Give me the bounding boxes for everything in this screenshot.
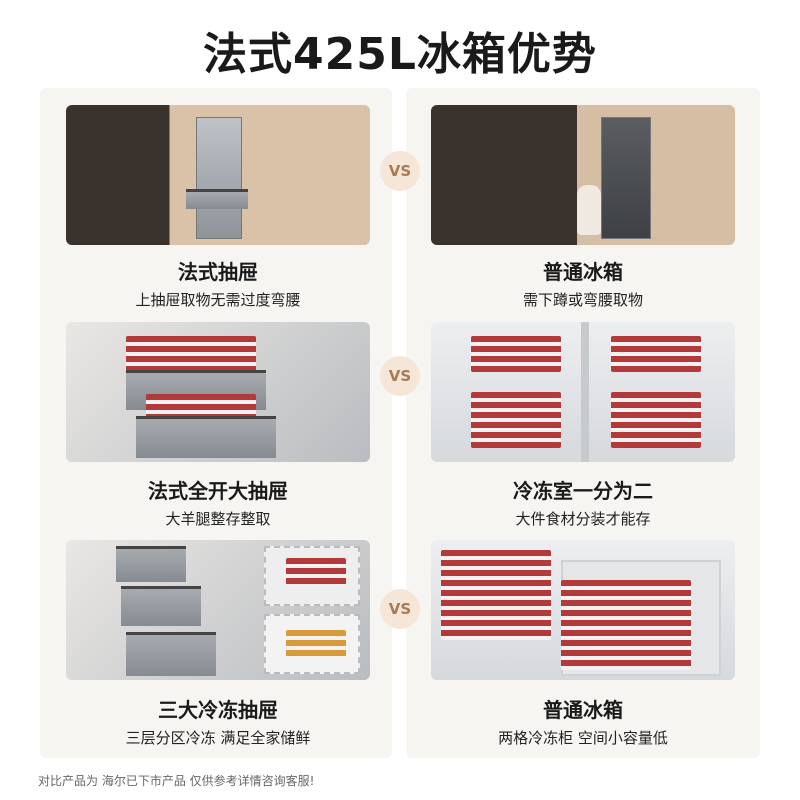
row2-right-sub: 大件食材分装才能存 xyxy=(515,510,651,528)
full-open-drawer-image xyxy=(66,322,370,462)
row2-right-heading: 冷冻室一分为二 xyxy=(513,479,653,503)
row3-right-heading: 普通冰箱 xyxy=(543,698,623,722)
vs-badge: VS xyxy=(380,356,420,396)
split-freezer-image xyxy=(431,322,735,462)
three-freezer-drawers-image xyxy=(66,540,370,680)
vs-badge: VS xyxy=(380,151,420,191)
row1-right-sub: 需下蹲或弯腰取物 xyxy=(522,291,643,309)
row1-right-heading: 普通冰箱 xyxy=(543,260,623,284)
row3-left-sub: 三层分区冷冻 满足全家储鲜 xyxy=(125,729,311,747)
french-drawer-fridge-image xyxy=(66,105,370,245)
row2-left-heading: 法式全开大抽屉 xyxy=(148,479,288,503)
page-title: 法式425L冰箱优势 xyxy=(203,29,597,80)
row3-right-sub: 两格冷冻柜 空间小容量低 xyxy=(498,729,668,747)
two-freezer-compartments-image xyxy=(431,540,735,680)
regular-fridge-image xyxy=(431,105,735,245)
vs-badge: VS xyxy=(380,589,420,629)
footnote: 对比产品为 海尔已下市产品 仅供参考详情咨询客服! xyxy=(38,774,315,788)
row3-left-heading: 三大冷冻抽屉 xyxy=(158,698,278,722)
row2-left-sub: 大羊腿整存整取 xyxy=(165,510,271,528)
row1-left-heading: 法式抽屉 xyxy=(178,260,258,284)
row1-left-sub: 上抽屉取物无需过度弯腰 xyxy=(135,291,301,309)
